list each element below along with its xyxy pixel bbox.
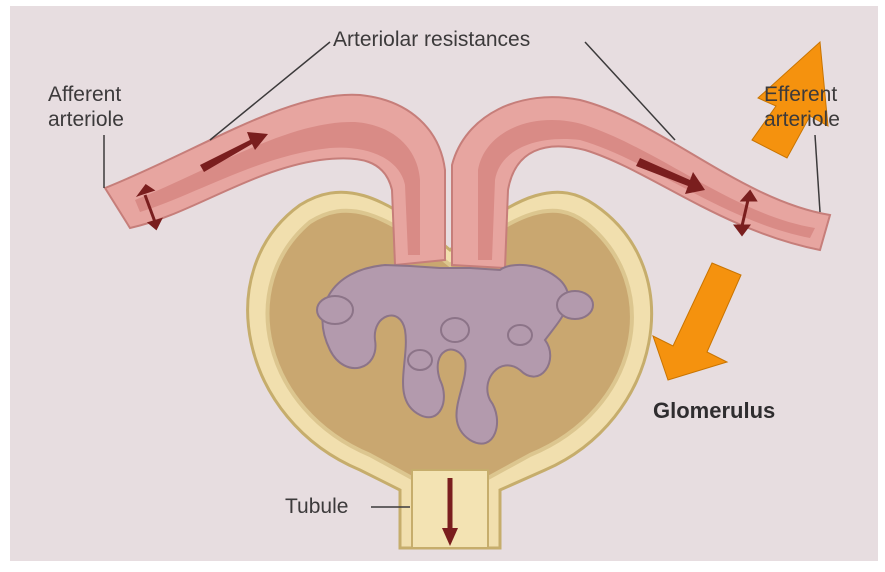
- arteriolar-resistances-label: Arteriolar resistances: [333, 27, 530, 52]
- afferent-arteriole-label-line2: arteriole: [48, 107, 124, 132]
- diameter-markers: [140, 186, 755, 234]
- afferent-arteriole-label-line1: Afferent: [48, 82, 121, 107]
- arrow-down-left-icon: [653, 263, 741, 380]
- efferent-leader: [815, 135, 820, 212]
- tubule-label: Tubule: [285, 494, 348, 519]
- efferent-arteriole-label-line1: Efferent: [764, 82, 837, 107]
- glomerulus-label: Glomerulus: [653, 398, 775, 423]
- efferent-arteriole-label-line2: arteriole: [764, 107, 840, 132]
